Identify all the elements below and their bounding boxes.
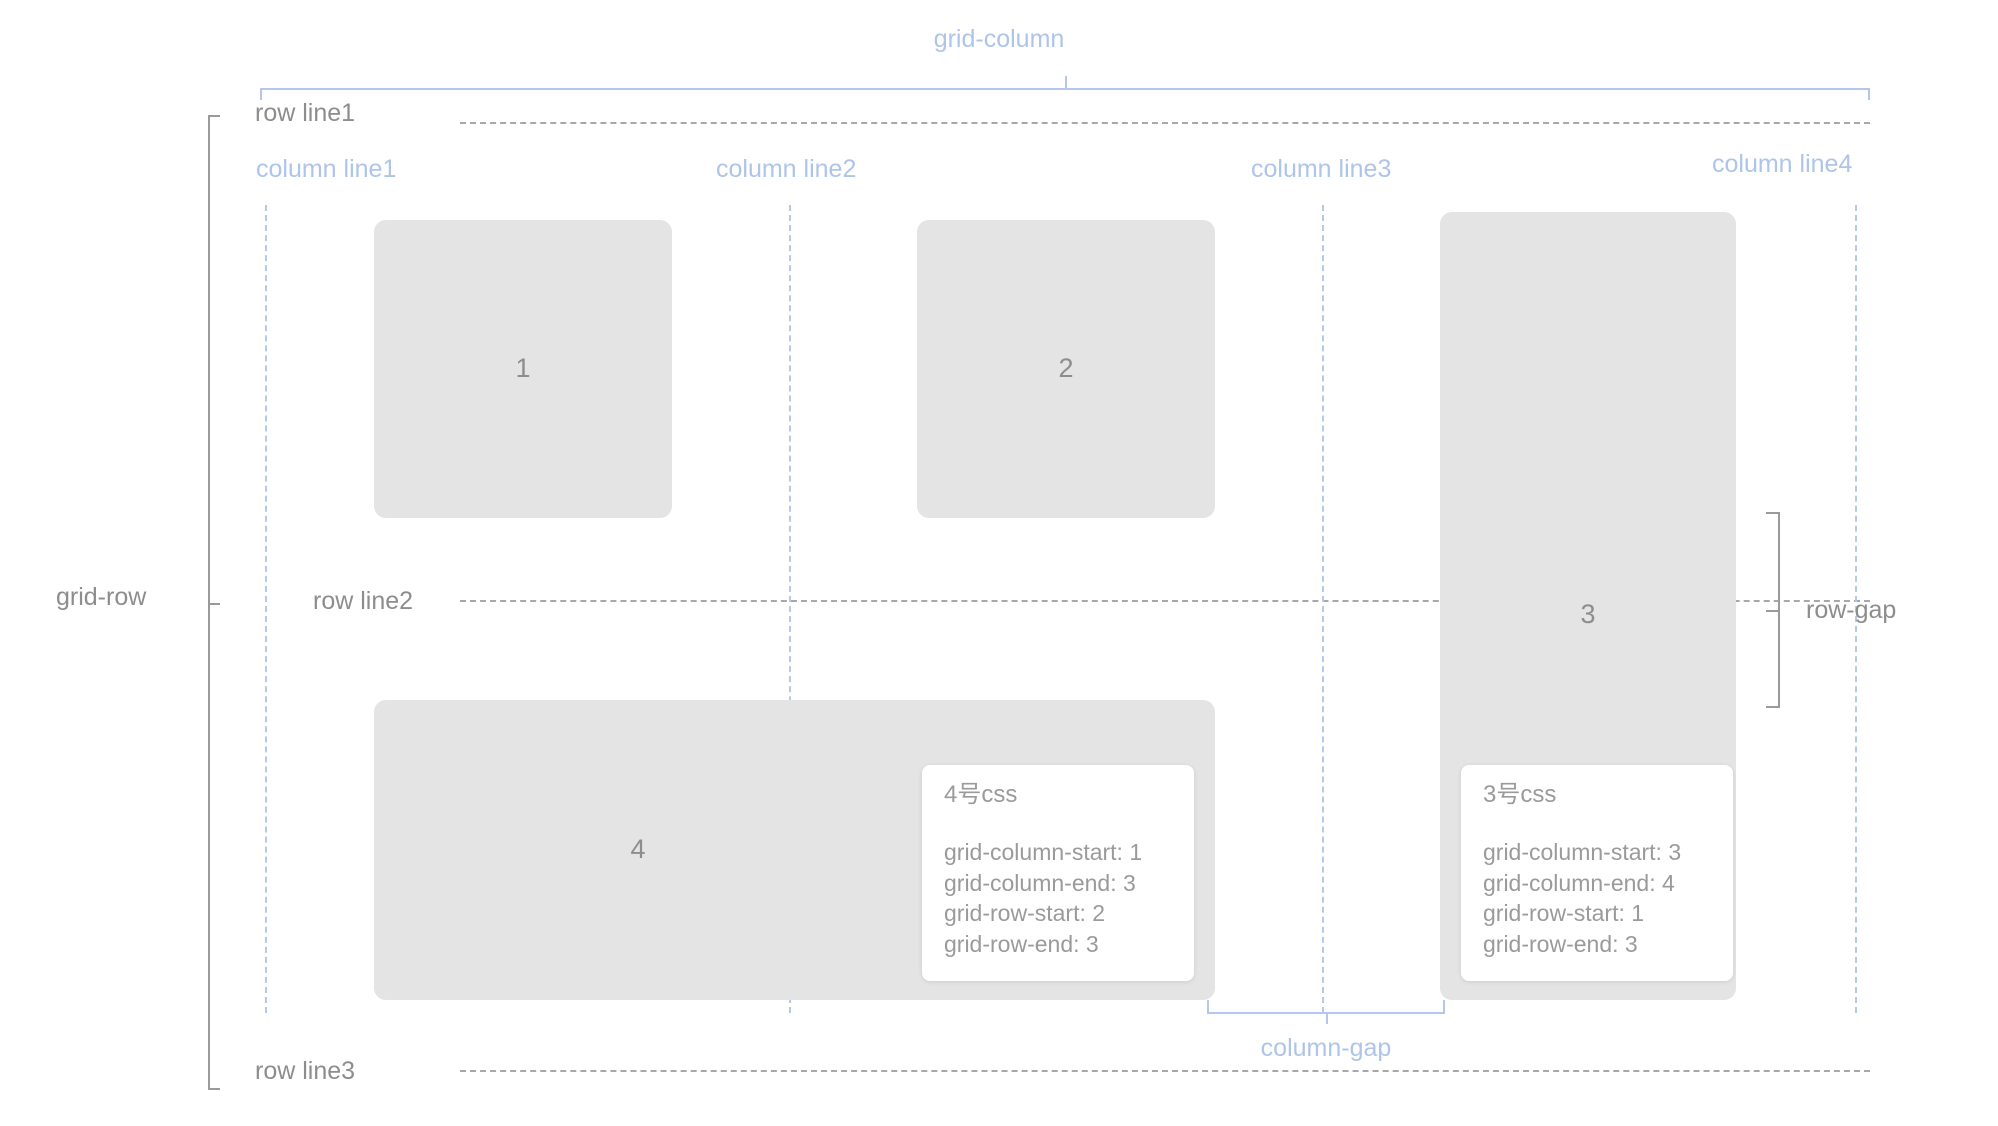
row-line-1-label: row line1 bbox=[255, 99, 356, 127]
css-card-4-line-1: grid-column-start: 1 bbox=[944, 839, 1143, 865]
column-line-2-label: column line2 bbox=[716, 155, 857, 183]
column-line-1-label: column line1 bbox=[256, 155, 397, 183]
css-card-3-line-2: grid-column-end: 4 bbox=[1483, 869, 1675, 896]
css-card-3-title: 3号css bbox=[1483, 781, 1557, 808]
column-line-2 bbox=[789, 205, 791, 1013]
css-card-4-title: 4号css bbox=[944, 781, 1018, 808]
row-line-3-label: row line3 bbox=[255, 1057, 356, 1085]
grid-item-3-number: 3 bbox=[1580, 599, 1596, 629]
row-line-2 bbox=[460, 600, 1870, 602]
bracket-cap-bottom bbox=[208, 1088, 220, 1090]
bracket-cap-right bbox=[1868, 88, 1870, 100]
css-card-item-3: 3号css grid-column-start: 3 grid-column-e… bbox=[1461, 765, 1733, 982]
css-card-4-line-2: grid-column-end: 3 bbox=[944, 869, 1136, 896]
column-line-4-label: column line4 bbox=[1712, 150, 1853, 178]
row-gap-label: row-gap bbox=[1806, 596, 1897, 624]
css-card-3-line-4: grid-row-end: 3 bbox=[1483, 930, 1638, 957]
bracket-cap-right bbox=[1443, 1000, 1445, 1012]
css-card-3-line-3: grid-row-start: 1 bbox=[1483, 900, 1645, 927]
bracket-cap-left bbox=[260, 88, 262, 100]
bracket-cap-top bbox=[1766, 512, 1778, 514]
column-line-3-label: column line3 bbox=[1251, 155, 1392, 183]
column-line-1 bbox=[265, 205, 267, 1013]
grid-item-2-number: 2 bbox=[1058, 353, 1074, 383]
grid-column-label: grid-column bbox=[933, 25, 1065, 53]
column-gap-label: column-gap bbox=[1260, 1034, 1392, 1062]
bracket-tick bbox=[1065, 76, 1067, 88]
bracket-tick bbox=[1326, 1012, 1328, 1024]
css-card-3-line-1: grid-column-start: 3 bbox=[1483, 839, 1682, 865]
grid-item-4-number: 4 bbox=[630, 834, 646, 864]
row-line-2-label: row line2 bbox=[313, 587, 414, 615]
row-line-1 bbox=[460, 122, 1870, 124]
grid-row-label: grid-row bbox=[56, 583, 147, 611]
bracket-cap-bottom bbox=[1766, 706, 1778, 708]
css-card-4-line-4: grid-row-end: 3 bbox=[944, 930, 1099, 957]
column-line-4 bbox=[1855, 205, 1857, 1013]
grid-item-1-number: 1 bbox=[515, 353, 531, 383]
css-card-item-4: 4号css grid-column-start: 1 grid-column-e… bbox=[922, 765, 1194, 982]
grid-item-2[interactable]: 2 bbox=[917, 220, 1215, 518]
bracket-cap-left bbox=[1207, 1000, 1209, 1012]
bracket-tick bbox=[1766, 610, 1778, 612]
column-line-3 bbox=[1322, 205, 1324, 1013]
row-line-3 bbox=[460, 1070, 1870, 1072]
bracket-tick bbox=[208, 602, 220, 605]
bracket-cap-top bbox=[208, 115, 220, 117]
bracket-bar bbox=[260, 88, 1870, 90]
css-card-4-line-3: grid-row-start: 2 bbox=[944, 900, 1106, 927]
bracket-bar bbox=[1778, 512, 1780, 708]
grid-item-1[interactable]: 1 bbox=[374, 220, 672, 518]
